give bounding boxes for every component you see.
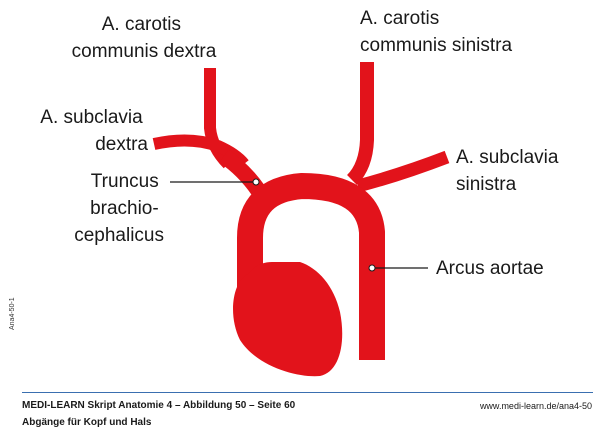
- footer-rule: [22, 392, 593, 393]
- label-subclavia-sinistra-line1: A. subclavia: [456, 147, 559, 168]
- label-subclavia-sinistra-line2: sinistra: [456, 174, 517, 195]
- label-truncus: Truncus brachio- cephalicus: [74, 171, 164, 246]
- footer-title: MEDI-LEARN Skript Anatomie 4 – Abbildung…: [22, 400, 296, 411]
- label-carotis-dextra-line2: communis dextra: [72, 41, 217, 62]
- arcus-aortae-vessel: [237, 173, 385, 360]
- leaders: [170, 181, 428, 269]
- label-carotis-sinistra-line1: A. carotis: [360, 8, 439, 29]
- truncus-leader-dot: [252, 178, 260, 186]
- label-subclavia-dextra-line2: dextra: [95, 134, 148, 155]
- label-arcus-aortae: Arcus aortae: [436, 258, 544, 279]
- arcus-leader-dot: [368, 264, 376, 272]
- label-carotis-sinistra-line2: communis sinistra: [360, 35, 512, 56]
- label-subclavia-sinistra: A. subclavia sinistra: [456, 147, 564, 195]
- label-truncus-line2: brachio-: [90, 198, 159, 219]
- subclavia-sinistra-vessel: [356, 150, 450, 193]
- label-truncus-line3: cephalicus: [74, 225, 164, 246]
- label-carotis-sinistra: A. carotis communis sinistra: [360, 8, 512, 56]
- label-carotis-dextra-line1: A. carotis: [102, 14, 181, 35]
- label-subclavia-dextra-line1: A. subclavia: [40, 107, 143, 128]
- footer-subtitle: Abgänge für Kopf und Hals: [22, 417, 152, 428]
- label-truncus-line1: Truncus: [91, 171, 159, 192]
- side-code: Ana4-50-1: [9, 297, 16, 330]
- heart-shape: [233, 262, 343, 377]
- label-subclavia-dextra: A. subclavia dextra: [40, 107, 148, 155]
- footer-url[interactable]: www.medi-learn.de/ana4-50: [479, 401, 592, 411]
- vessels: [152, 62, 450, 360]
- truncus-brachiocephalicus-vessel: [219, 149, 265, 195]
- label-carotis-dextra: A. carotis communis dextra: [72, 14, 217, 62]
- carotis-communis-sinistra-vessel: [346, 62, 374, 185]
